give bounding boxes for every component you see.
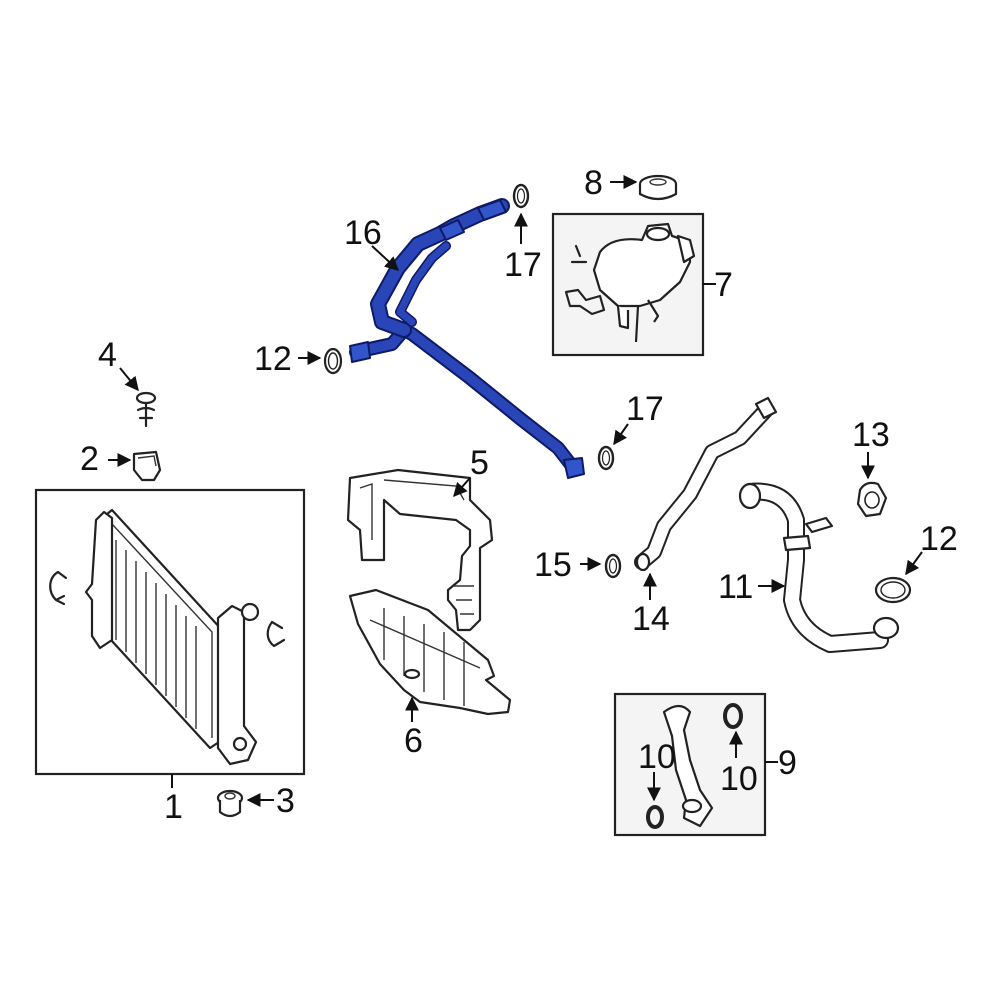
o-ring-mid-part[interactable] bbox=[597, 445, 615, 471]
bracket-clip-part[interactable] bbox=[132, 450, 162, 482]
callout-1: 1 bbox=[164, 788, 183, 826]
callout-10-left: 10 bbox=[638, 738, 676, 776]
bypass-hose-part[interactable] bbox=[634, 396, 778, 572]
callout-8: 8 bbox=[584, 164, 603, 202]
callout-9: 9 bbox=[778, 744, 797, 782]
callout-17-top: 17 bbox=[504, 246, 542, 284]
callout-7: 7 bbox=[714, 266, 733, 304]
o-ring-top-part[interactable] bbox=[512, 183, 530, 209]
o-ring-left-part[interactable] bbox=[323, 347, 343, 375]
callout-16: 16 bbox=[344, 214, 382, 252]
callout-15: 15 bbox=[534, 546, 572, 584]
hose-kit-part[interactable] bbox=[613, 692, 767, 837]
callout-10-right: 10 bbox=[720, 760, 758, 798]
callout-14: 14 bbox=[632, 600, 670, 638]
callout-2: 2 bbox=[80, 440, 99, 478]
hose-clamp-part[interactable] bbox=[856, 481, 888, 518]
callout-11: 11 bbox=[718, 568, 753, 606]
reservoir-assembly-part[interactable] bbox=[551, 212, 705, 357]
callout-5: 5 bbox=[470, 444, 489, 482]
reservoir-cap-part[interactable] bbox=[638, 174, 678, 201]
lower-air-guide-part[interactable] bbox=[348, 588, 512, 716]
callout-4: 4 bbox=[98, 336, 117, 374]
lower-hose-part[interactable] bbox=[738, 482, 900, 653]
callout-12-right: 12 bbox=[920, 520, 958, 558]
callout-17-mid: 17 bbox=[626, 390, 664, 428]
bottom-mount-part[interactable] bbox=[216, 789, 244, 818]
vent-hose-highlighted-part[interactable] bbox=[349, 198, 585, 479]
callout-6: 6 bbox=[404, 722, 423, 760]
callout-12-left: 12 bbox=[254, 340, 292, 378]
callout-13: 13 bbox=[852, 416, 890, 454]
o-ring-right-part[interactable] bbox=[874, 576, 912, 604]
callout-3: 3 bbox=[276, 782, 295, 820]
pin-fastener-part[interactable] bbox=[135, 391, 157, 428]
o-ring-small-part[interactable] bbox=[604, 553, 622, 579]
radiator-part[interactable] bbox=[34, 488, 306, 776]
